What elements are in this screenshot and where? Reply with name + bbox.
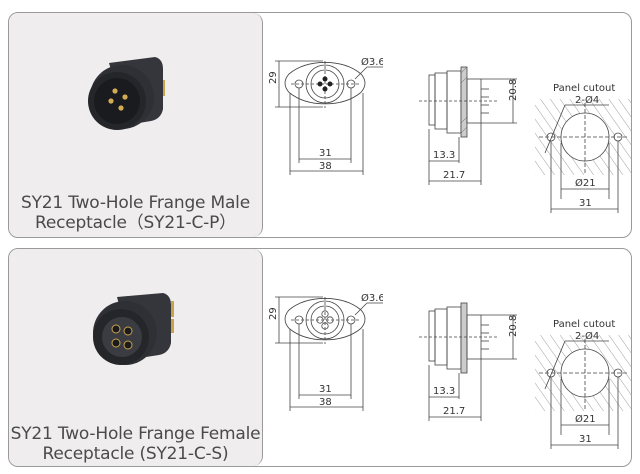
product-title: SY21 Two-Hole Frange Male Receptacle（SY2… (9, 193, 262, 233)
dim-side-height-label: 20.8 (508, 315, 519, 337)
title-line-2: Receptacle（SY21-C-P） (35, 213, 236, 233)
dim-width-label: 38 (319, 161, 332, 172)
dim-depth-b-label: 21.7 (443, 170, 465, 181)
dim-holes-label: 2-Ø4 (575, 330, 599, 342)
dim-depth-a-label: 13.3 (433, 150, 455, 161)
dim-depth-b-label: 21.7 (443, 406, 465, 417)
dim-pitch-label: 31 (319, 148, 332, 159)
panel-cutout-drawing: Panel cutout 2-Ø4 Ø21 31 (535, 319, 631, 449)
dim-hole-dia-label: Ø3.6 (361, 56, 383, 68)
product-card-male: SY21 Two-Hole Frange Male Receptacle（SY2… (8, 12, 632, 238)
product-card-female: SY21 Two-Hole Frange Female Receptacle (… (8, 248, 632, 467)
front-view-drawing: 29 31 38 Ø3.6 (268, 56, 383, 175)
dim-depth-a-label: 13.3 (433, 386, 455, 397)
female-connector-image (93, 293, 174, 365)
dim-pitch-label: 31 (319, 384, 332, 395)
title-line-1: SY21 Two-Hole Frange Male (21, 193, 250, 213)
dim-cutout-pitch-label: 31 (579, 198, 592, 209)
dim-center-dia-label: Ø21 (575, 177, 596, 189)
dim-center-dia-label: Ø21 (575, 413, 596, 425)
product-photo-panel: SY21 Two-Hole Frange Male Receptacle（SY2… (9, 13, 263, 237)
dim-side-height-label: 20.8 (508, 79, 519, 101)
product-photo-panel: SY21 Two-Hole Frange Female Receptacle (… (9, 249, 263, 466)
side-view-drawing: 13.3 21.7 20.8 (419, 66, 519, 185)
dim-cutout-pitch-label: 31 (579, 434, 592, 445)
dim-hole-dia-label: Ø3.6 (361, 292, 383, 304)
panel-cutout-label: Panel cutout (553, 319, 615, 330)
side-view-drawing: 13.3 21.7 20.8 (419, 302, 519, 421)
title-line-1: SY21 Two-Hole Frange Female (10, 424, 261, 444)
dim-height-label: 29 (268, 307, 279, 320)
panel-cutout-label: Panel cutout (553, 83, 615, 94)
male-connector-image (88, 57, 165, 130)
dim-width-label: 38 (319, 397, 332, 408)
dim-height-label: 29 (268, 71, 279, 84)
product-title: SY21 Two-Hole Frange Female Receptacle (… (9, 424, 262, 464)
front-view-drawing: 29 31 38 Ø3.6 (268, 292, 383, 411)
panel-cutout-drawing: Panel cutout 2-Ø4 Ø21 31 (535, 83, 631, 213)
title-line-2: Receptacle (SY21-C-S) (42, 444, 229, 464)
dim-holes-label: 2-Ø4 (575, 94, 599, 106)
